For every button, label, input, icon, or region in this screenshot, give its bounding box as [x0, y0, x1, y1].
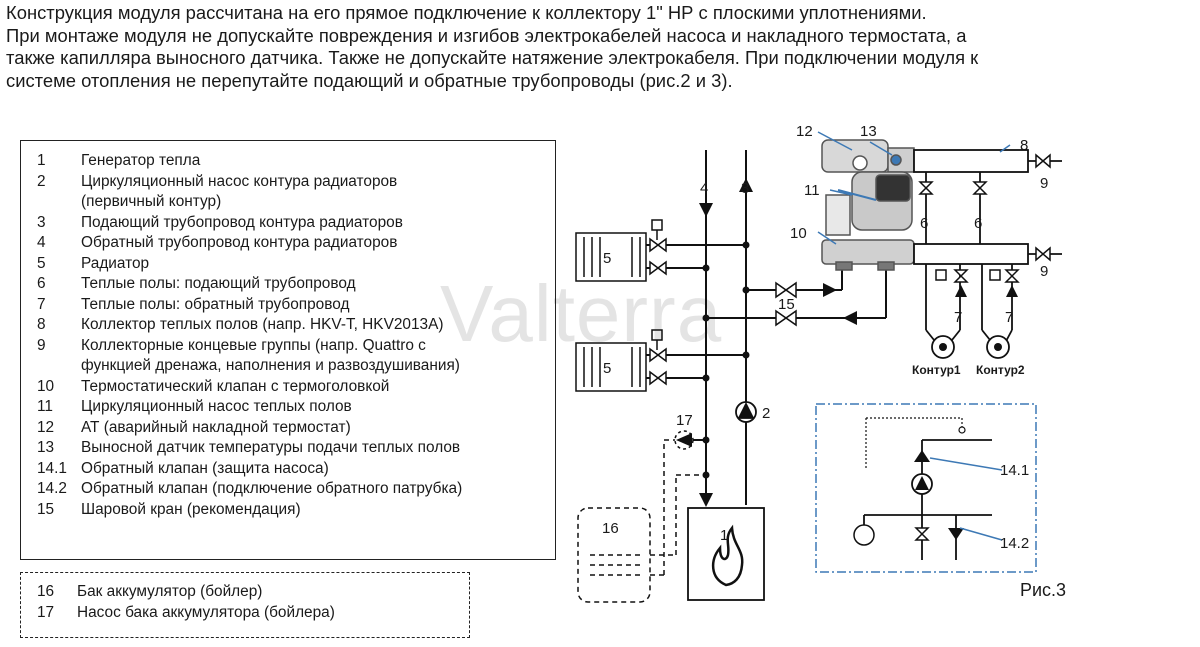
legend-item-text: Шаровой кран (рекомендация)	[81, 500, 301, 518]
label-6-b: 6	[974, 215, 982, 232]
pump-2	[735, 401, 757, 423]
legend-item-text: Насос бака аккумулятора (бойлера)	[77, 604, 335, 621]
legend-item-text: Теплые полы: обратный трубопровод	[81, 295, 350, 313]
intro-text: Конструкция модуля рассчитана на его пря…	[6, 2, 979, 91]
legend-item-text: Коллектор теплых полов (напр. HKV-T, HKV…	[81, 316, 444, 333]
label-7-a: 7	[954, 309, 962, 326]
legend-item-number: 12	[37, 418, 55, 436]
circuit-1-label: Контур1	[912, 363, 961, 377]
label-4: 4	[700, 180, 708, 197]
boiler-tank	[577, 439, 706, 603]
legend-item-number: 14.1	[37, 459, 67, 477]
label-14-2: 14.2	[1000, 535, 1029, 552]
radiator-upper	[575, 219, 663, 282]
label-17: 17	[676, 412, 693, 429]
legend-item-number: 11	[37, 398, 53, 415]
label-11: 11	[804, 182, 820, 199]
legend-item-text: Обратный трубопровод контура радиаторов	[81, 234, 398, 251]
legend-item-number: 16	[37, 583, 55, 600]
legend-item-text: Бак аккумулятор (бойлер)	[77, 583, 263, 600]
radiator-valves	[649, 237, 667, 386]
legend-box: 1 Генератор тепла 2 Циркуляционный насос ко…	[20, 140, 556, 560]
legend-item-number: 7	[37, 295, 46, 313]
legend-item-text: Циркуляционный насос контура радиаторов …	[81, 172, 398, 211]
detail-box	[815, 403, 1037, 573]
label-14-1: 14.1	[1000, 462, 1029, 479]
main-pipes	[699, 150, 753, 507]
label-9-b: 9	[1040, 263, 1048, 280]
legend-item-number: 15	[37, 500, 55, 518]
label-2: 2	[762, 405, 770, 422]
legend-item-text: Теплые полы: подающий трубопровод	[81, 275, 356, 292]
label-5-upper: 5	[603, 250, 611, 267]
legend-item-text: Генератор тепла	[81, 152, 201, 169]
label-16: 16	[602, 520, 619, 537]
legend-item-text: АТ (аварийный накладной термостат)	[81, 418, 351, 436]
legend-item-number: 4	[37, 234, 46, 251]
label-6-a: 6	[920, 215, 928, 232]
label-13: 13	[860, 123, 877, 140]
label-12: 12	[796, 123, 813, 140]
legend-item-text: Выносной датчик температуры подачи теплы…	[81, 439, 461, 456]
legend-item-text: Обратный клапан (подключение обратного п…	[81, 480, 463, 497]
legend-item-text: Термостатический клапан с термоголовкой	[81, 377, 390, 395]
legend-item-text: Подающий трубопровод контура радиаторов	[81, 213, 403, 231]
legend-item-number: 9	[37, 336, 46, 354]
legend-item-number: 3	[37, 213, 46, 231]
pump-17-arrow	[676, 433, 692, 447]
radiator-lower	[575, 329, 663, 392]
detail-scheme	[863, 439, 992, 560]
legend-item-number: 2	[37, 172, 46, 190]
callout-lines	[817, 131, 1011, 541]
ball-valves-15	[775, 281, 797, 327]
legend-item-number: 5	[37, 254, 46, 272]
legend-item-text: Обратный клапан (защита насоса)	[81, 459, 329, 477]
label-7-b: 7	[1005, 309, 1013, 326]
legend-item-text: Радиатор	[81, 254, 150, 272]
figure-caption: Рис.3	[1020, 580, 1067, 600]
mixing-module	[821, 139, 915, 271]
legend-item-number: 1	[37, 152, 46, 169]
legend-item-number: 10	[37, 377, 55, 395]
legend-item-text: Коллекторные концевые группы (напр. Quat…	[81, 336, 460, 375]
heat-generator	[687, 507, 765, 601]
floor-collectors	[913, 149, 1029, 265]
legend-item-number: 6	[37, 275, 46, 292]
label-8: 8	[1020, 137, 1028, 154]
label-5-lower: 5	[603, 360, 611, 377]
label-9-a: 9	[1040, 175, 1048, 192]
label-3: 3	[741, 180, 749, 197]
label-10: 10	[790, 225, 807, 242]
circuit-2-label: Контур2	[976, 363, 1025, 377]
optional-legend-box: 16 Бак аккумулятор (бойлер) 17 Насос бака а…	[20, 572, 470, 638]
end-group-valves	[918, 153, 1051, 283]
label-1: 1	[720, 527, 728, 544]
label-15: 15	[778, 296, 795, 313]
legend-item-number: 13	[37, 439, 55, 456]
legend-item-number: 14.2	[37, 480, 67, 497]
legend-item-number: 17	[37, 604, 55, 621]
legend-item-number: 8	[37, 316, 46, 333]
legend-item-text: Циркуляционный насос теплых полов	[81, 398, 352, 415]
junction-dots	[702, 241, 750, 479]
